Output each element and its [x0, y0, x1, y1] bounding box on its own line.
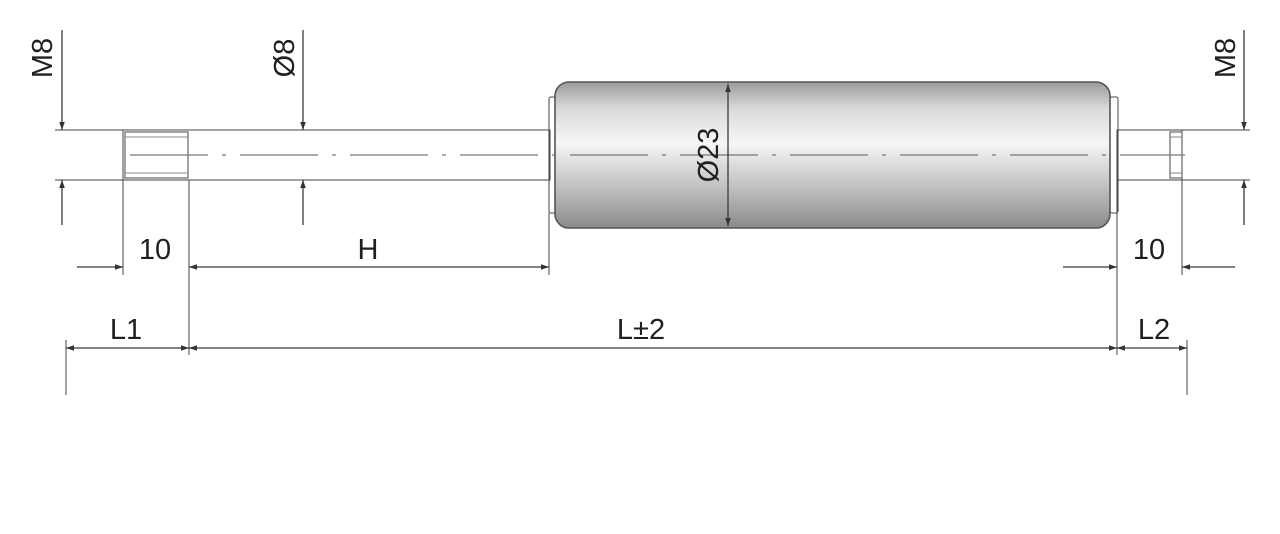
label-thread-length-right: 10 [1133, 234, 1165, 266]
piston-rod [122, 129, 551, 181]
label-end-left: L1 [110, 314, 142, 346]
label-thread-left: M8 [27, 38, 59, 78]
label-body-diameter: Ø23 [693, 128, 725, 183]
label-rod-diameter: Ø8 [269, 39, 301, 78]
label-thread-length-left: 10 [139, 234, 171, 266]
label-end-right: L2 [1138, 314, 1170, 346]
dimension-thread-right [1182, 30, 1250, 225]
dimension-thread-left [55, 30, 125, 225]
label-thread-right: M8 [1210, 38, 1242, 78]
label-stroke: H [358, 234, 379, 266]
label-length: L±2 [617, 314, 665, 346]
